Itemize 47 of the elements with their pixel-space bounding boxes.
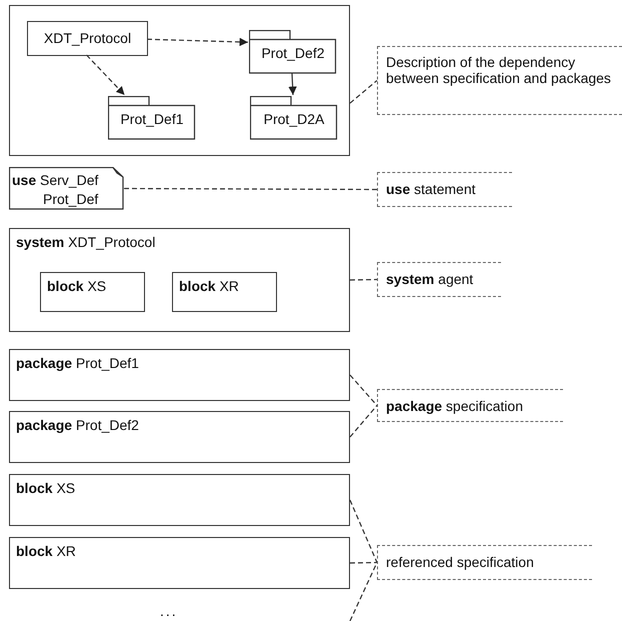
node-label: use statement — [385, 180, 476, 197]
connector-line — [350, 374, 378, 406]
connector-line — [350, 80, 378, 104]
node-label: system agent — [385, 270, 474, 287]
node-label: Prot_Def2 — [260, 44, 326, 61]
connector-line — [350, 562, 378, 564]
node-label: use Serv_Def Prot_Def — [11, 171, 100, 209]
package-folder — [108, 96, 196, 140]
connector-line — [350, 278, 378, 281]
node-label: block XR — [178, 277, 240, 294]
ellipsis-text: ... — [160, 603, 178, 619]
block-box — [9, 537, 350, 589]
comment-box — [377, 172, 512, 207]
connector-line — [349, 562, 378, 621]
node-label: block XS — [46, 277, 108, 294]
node-label: package Prot_Def2 — [15, 416, 140, 433]
node-label: package specification — [385, 397, 524, 414]
connector-line — [350, 405, 378, 438]
arrow — [86, 54, 126, 96]
arrow — [146, 38, 248, 46]
package-box — [9, 349, 350, 401]
system-box — [9, 228, 350, 332]
node-label: block XR — [15, 542, 77, 559]
node-label: package Prot_Def1 — [15, 354, 140, 371]
connector-line — [349, 500, 378, 563]
node-label: Prot_D2A — [262, 110, 326, 127]
class-box — [27, 21, 148, 56]
diagram-frame — [9, 5, 350, 156]
node-label: block XS — [15, 479, 76, 496]
note-box — [9, 167, 124, 210]
node-label: Description of the dependency between specification and packages — [385, 53, 612, 86]
package-folder — [250, 96, 338, 140]
comment-box — [377, 262, 501, 297]
node-label: Prot_Def1 — [119, 110, 185, 127]
arrow — [288, 72, 297, 96]
comment-box — [377, 389, 563, 422]
package-box — [9, 411, 350, 463]
block-box — [40, 272, 145, 312]
comment-box — [377, 46, 622, 115]
block-box — [9, 474, 350, 526]
node-label: system XDT_Protocol — [15, 233, 156, 250]
comment-box — [377, 545, 592, 580]
connector-line — [124, 188, 377, 190]
node-label: referenced specification — [385, 553, 535, 570]
node-label: XDT_Protocol — [42, 29, 132, 46]
block-box — [172, 272, 277, 312]
package-folder — [249, 30, 337, 74]
